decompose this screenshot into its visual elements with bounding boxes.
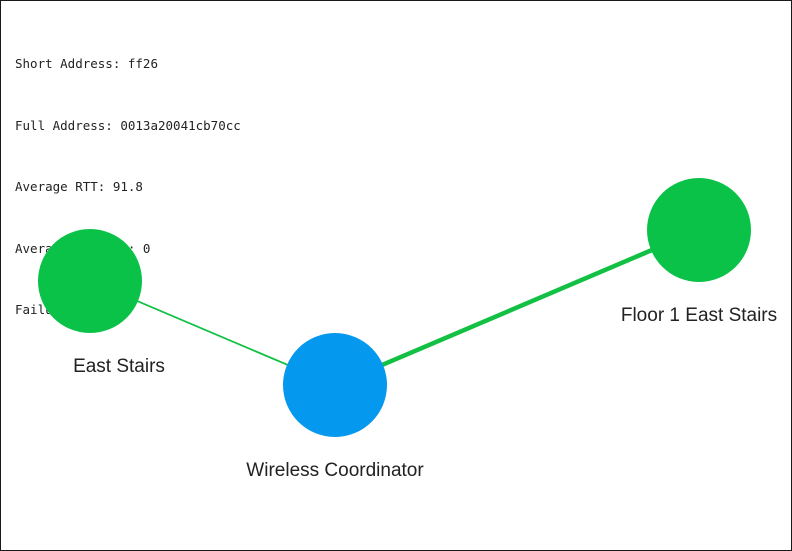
- link-coordinator-to-floor-1-east-stairs: [334, 227, 700, 388]
- node-east-stairs-label: East Stairs: [73, 356, 165, 377]
- node-floor-1-east-stairs[interactable]: Floor 1 East Stairs: [621, 178, 777, 326]
- node-floor-1-east-stairs-circle[interactable]: [647, 178, 751, 282]
- links-group: [89, 227, 700, 388]
- nodes-group: East Stairs Wireless Coordinator Floor 1…: [38, 178, 777, 481]
- node-wireless-coordinator-circle[interactable]: [283, 333, 387, 437]
- full-address-text: Full Address: 0013a20041cb70cc: [15, 117, 241, 133]
- node-wireless-coordinator[interactable]: Wireless Coordinator: [246, 333, 424, 481]
- node-wireless-coordinator-label: Wireless Coordinator: [246, 460, 424, 481]
- average-rtt-text: Average RTT: 91.8: [15, 179, 143, 194]
- node-floor-1-east-stairs-label: Floor 1 East Stairs: [621, 305, 777, 326]
- node-east-stairs-circle[interactable]: [38, 229, 142, 333]
- short-address-text: Short Address: ff26: [15, 56, 158, 71]
- node-east-stairs[interactable]: East Stairs: [38, 229, 165, 377]
